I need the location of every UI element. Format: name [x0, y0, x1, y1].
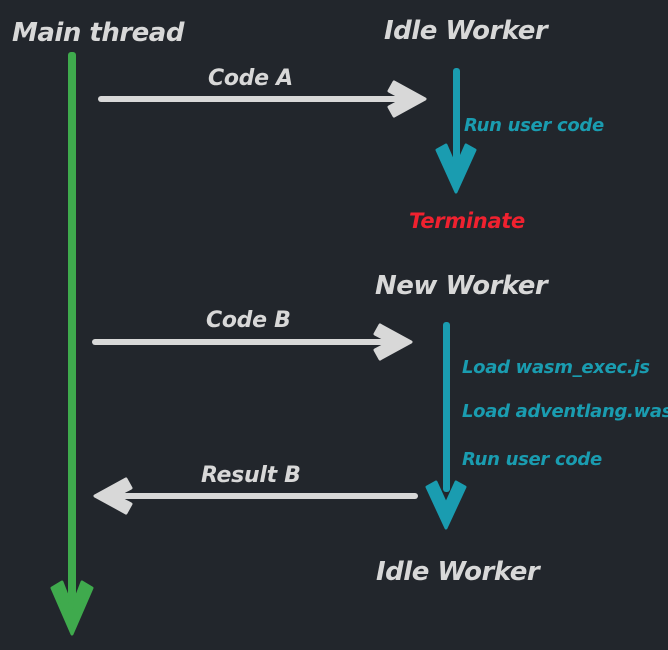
lane-title-main-thread: Main thread	[12, 18, 184, 48]
new-worker-arrowhead-icon	[425, 480, 467, 530]
activity-label-run-user-code-2: Run user code	[462, 449, 602, 470]
message-arrow-code-b	[92, 323, 413, 361]
result-b-arrow-shaft	[112, 493, 418, 499]
activity-label-load-wasm-exec: Load wasm_exec.js	[462, 357, 650, 378]
code-b-arrowhead-icon	[373, 323, 413, 361]
main-thread-lifeline	[50, 52, 94, 636]
lane-title-idle-worker-bottom: Idle Worker	[376, 557, 540, 587]
message-label-code-b: Code B	[206, 308, 291, 333]
message-label-result-b: Result B	[201, 463, 301, 488]
main-thread-arrowhead-icon	[50, 580, 94, 636]
lane-title-idle-worker-top: Idle Worker	[384, 16, 548, 46]
code-b-arrow-shaft	[92, 339, 392, 345]
code-a-arrow-shaft	[98, 96, 408, 102]
code-a-arrowhead-icon	[387, 80, 427, 118]
idle-worker-top-line	[453, 68, 460, 178]
message-arrow-result-b	[93, 477, 418, 515]
result-b-arrowhead-icon	[93, 477, 133, 515]
message-arrow-code-a	[98, 80, 427, 118]
lane-title-new-worker: New Worker	[375, 271, 548, 301]
message-label-code-a: Code A	[208, 66, 293, 91]
annotation-terminate: Terminate	[409, 209, 525, 233]
activity-label-run-user-code-1: Run user code	[464, 115, 604, 136]
new-worker-line	[443, 322, 450, 492]
idle-worker-top-arrowhead-icon	[435, 143, 477, 194]
new-worker-lifeline	[425, 322, 467, 530]
idle-worker-top-lifeline	[435, 68, 477, 194]
activity-label-load-adventlang-wasm: Load adventlang.wasm	[462, 401, 668, 422]
main-thread-line	[68, 52, 76, 622]
